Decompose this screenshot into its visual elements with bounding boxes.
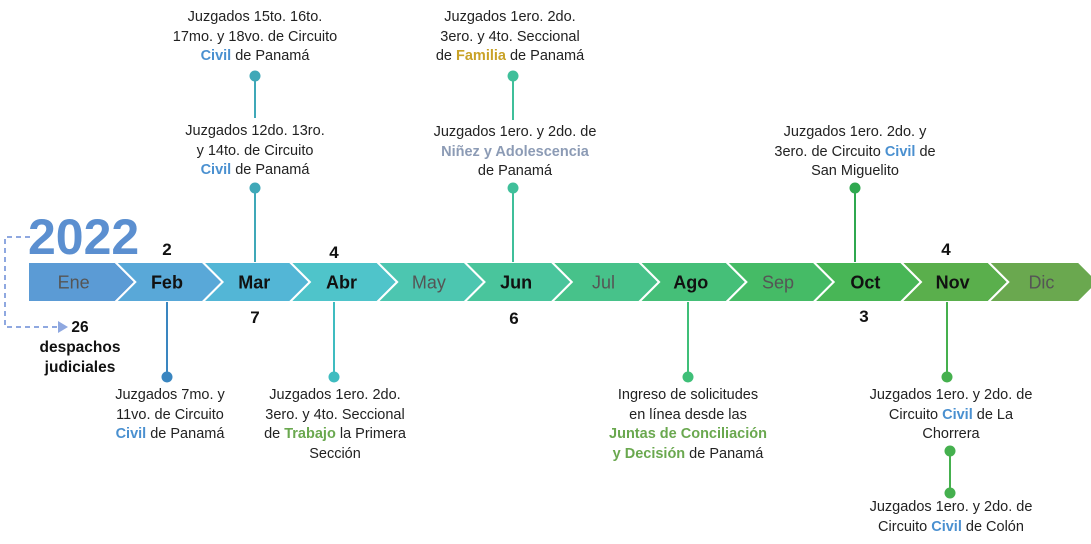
event-mar-top1: Juzgados 12do. 13ro. y 14to. de Circuito…: [185, 123, 325, 178]
month-label-abr: Abr: [326, 273, 357, 293]
event-feb-bot: Juzgados 7mo. y 11vo. de Circuito Civil …: [115, 387, 225, 442]
month-label-oct: Oct: [850, 273, 880, 293]
month-label-ago: Ago: [673, 273, 708, 293]
count-abr: 4: [329, 243, 339, 262]
bracket-arrowhead: [58, 321, 68, 333]
year-to-total-bracket: [4, 236, 58, 328]
month-label-dic: Dic: [1028, 273, 1054, 293]
ago-bot-stem-dot0: [682, 371, 694, 383]
event-oct-top: Juzgados 1ero. 2do. y 3ero. de Circuito …: [774, 124, 936, 179]
event-mar-top2: Juzgados 15to. 16to. 17mo. y 18vo. de Ci…: [172, 9, 338, 64]
feb-bot-stem-dot0: [161, 371, 173, 383]
oct-top-stem-dot0: [849, 182, 861, 194]
month-label-sep: Sep: [762, 273, 794, 293]
count-feb: 2: [162, 240, 172, 259]
count-nov: 4: [941, 240, 951, 259]
count-jun: 6: [509, 309, 519, 328]
total-despachos: 26 despachos judiciales: [20, 318, 140, 378]
jun-top1-stem-dot0: [507, 182, 519, 194]
total-line1: despachos: [39, 339, 121, 356]
mar-top1-stem-dot0: [249, 182, 261, 194]
month-label-jun: Jun: [500, 273, 532, 293]
abr-bot-stem-dot0: [328, 371, 340, 383]
month-label-may: May: [412, 273, 446, 293]
year-title: 2022: [28, 209, 140, 265]
event-abr-bot: Juzgados 1ero. 2do. 3ero. y 4to. Seccion…: [264, 387, 406, 462]
jun-top2-stem-dot0: [507, 70, 519, 82]
month-chevron-dic: [985, 261, 1091, 303]
month-label-mar: Mar: [238, 273, 270, 293]
month-label-jul: Jul: [592, 273, 615, 293]
count-mar: 7: [250, 308, 260, 327]
event-jun-top1: Juzgados 1ero. y 2do. de Niñez y Adolesc…: [433, 124, 597, 179]
nov-bot1-stem-dot0: [941, 371, 953, 383]
event-nov-bot2: Juzgados 1ero. y 2do. de Circuito Civil …: [869, 499, 1033, 535]
total-count: 26: [71, 319, 89, 336]
event-nov-bot1: Juzgados 1ero. y 2do. de Circuito Civil …: [869, 387, 1033, 442]
nov-bot2-stem-dot0: [944, 445, 956, 457]
month-label-feb: Feb: [151, 273, 183, 293]
nov-bot2-stem-dot1: [944, 487, 956, 499]
event-ago-bot: Ingreso de solicitudes en línea desde la…: [609, 387, 767, 462]
month-label-ene: Ene: [58, 273, 90, 293]
mar-top2-stem-dot0: [249, 70, 261, 82]
count-oct: 3: [859, 307, 869, 326]
month-label-nov: Nov: [936, 273, 970, 293]
total-line2: judiciales: [44, 359, 116, 376]
event-jun-top2: Juzgados 1ero. 2do. 3ero. y 4to. Seccion…: [435, 9, 585, 64]
